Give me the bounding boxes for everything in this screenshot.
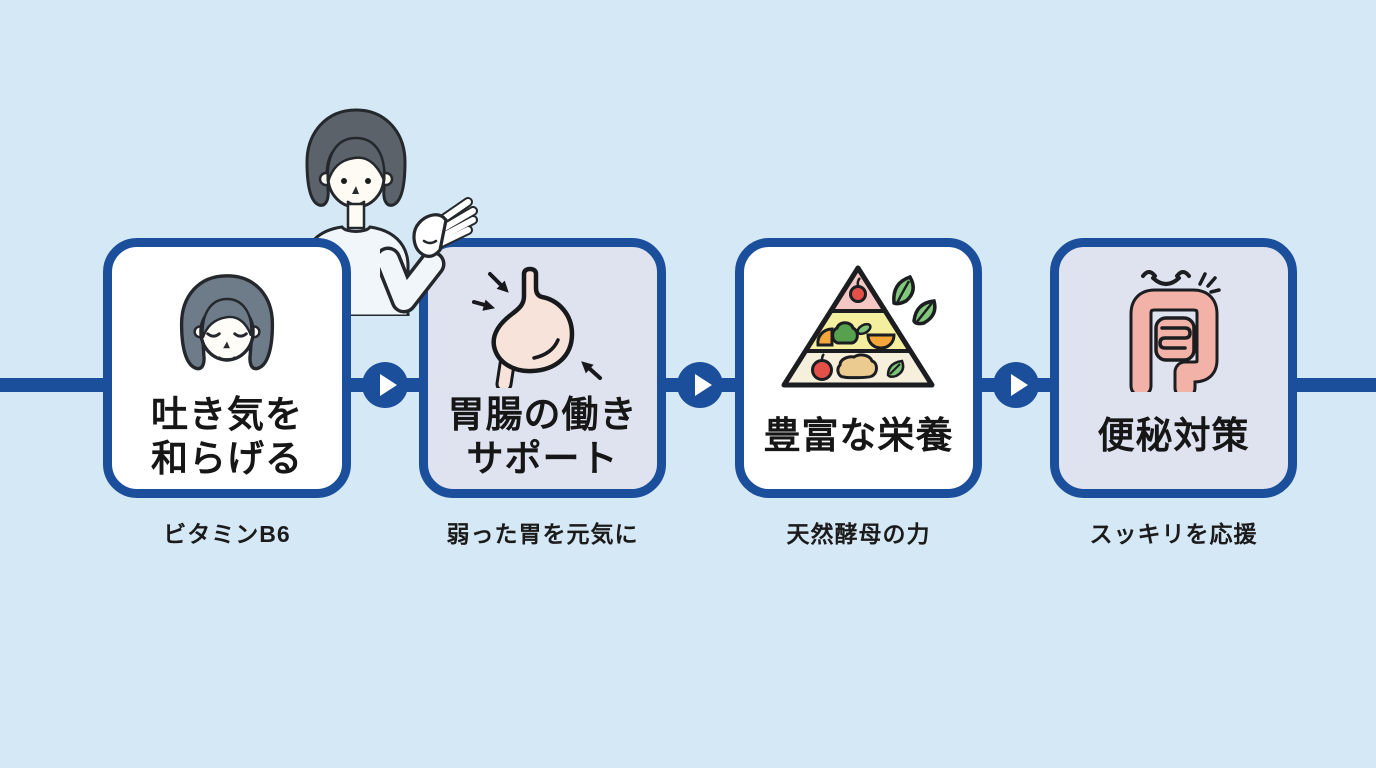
woman-eye xyxy=(365,178,371,184)
step-title-line: 胃腸の働き xyxy=(447,394,638,435)
woman-eye xyxy=(341,178,347,184)
stomach-icon xyxy=(468,261,618,393)
step-caption: スッキリを応援 xyxy=(1089,521,1258,547)
woman-neck xyxy=(346,202,366,230)
food-pyramid-icon xyxy=(776,261,941,393)
step-caption: 天然酵母の力 xyxy=(786,521,931,547)
play-arrow-icon xyxy=(694,374,712,396)
step-title: 豊富な栄養 xyxy=(764,393,954,489)
woman-palm xyxy=(412,213,448,258)
step-title-line: 便秘対策 xyxy=(1097,414,1250,456)
step-title-line: 吐き気を xyxy=(151,394,303,435)
step-title: 胃腸の働き サポート xyxy=(448,393,638,492)
flow-arrow-node xyxy=(362,362,408,408)
step-caption: 弱った胃を元気に xyxy=(446,521,639,547)
play-arrow-icon xyxy=(379,374,397,396)
flow-arrow-node xyxy=(993,362,1039,408)
woman-palm-crease xyxy=(422,239,438,245)
step-card-rich-nutrition: 豊富な栄養 xyxy=(735,238,982,498)
step-title: 便秘対策 xyxy=(1098,393,1250,489)
woman-fringe xyxy=(326,136,386,183)
step-card-constipation: 便秘対策 xyxy=(1050,238,1297,498)
play-arrow-icon xyxy=(1010,374,1028,396)
step-caption: ビタミンB6 xyxy=(163,521,291,547)
flow-arrow-node xyxy=(677,362,723,408)
calm-woman-face-icon xyxy=(164,261,290,393)
woman-nose xyxy=(352,186,359,194)
step-title-line: 豊富な栄養 xyxy=(763,414,954,456)
step-title: 吐き気を 和らげる xyxy=(151,393,303,492)
woman-sleeve xyxy=(380,250,442,310)
presenter-woman-hand xyxy=(380,197,478,314)
step-title-line: サポート xyxy=(466,438,619,480)
step-title-line: 和らげる xyxy=(151,438,303,480)
step-card-gi-support: 胃腸の働き サポート xyxy=(419,238,666,498)
step-card-relieve-nausea: 吐き気を 和らげる xyxy=(103,238,351,498)
intestine-icon xyxy=(1099,261,1249,393)
